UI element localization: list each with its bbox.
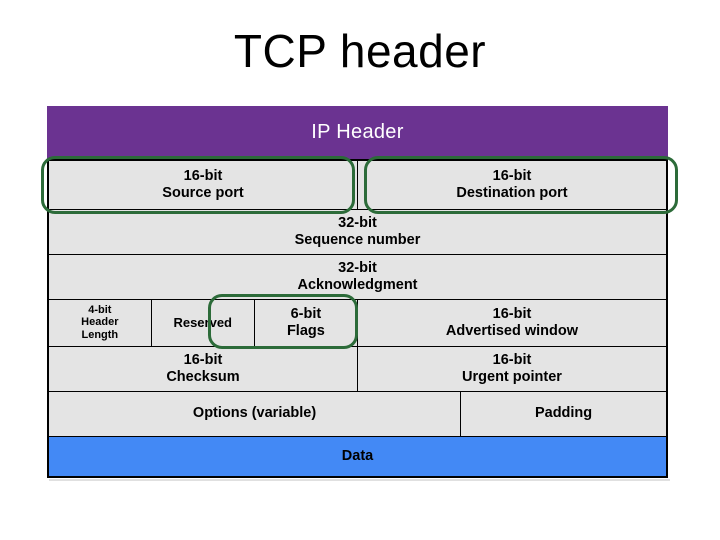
cell-destination-port: 16-bit Destination port — [356, 159, 668, 210]
padding-label: Padding — [534, 405, 593, 421]
cell-checksum: 16-bit Checksum — [47, 345, 358, 392]
diagram-base-shadow — [49, 479, 670, 481]
checksum-line2: Checksum — [166, 368, 240, 385]
data-label: Data — [341, 447, 374, 464]
cell-padding: Padding — [460, 390, 668, 437]
flags-line2: Flags — [286, 322, 325, 339]
tcp-header-diagram: IP Header 16-bit Source port 16-bit Dest… — [41, 106, 678, 481]
cell-advertised-window: 16-bit Advertised window — [356, 298, 668, 347]
ip-header-label: IP Header — [311, 121, 404, 143]
cell-sequence-number: 32-bit Sequence number — [47, 208, 668, 255]
advertised-window-line1: 16-bit — [492, 305, 532, 322]
cell-header-length: 4-bit Header Length — [47, 298, 152, 347]
sequence-number-line2: Sequence number — [294, 231, 421, 248]
table-row-ports: 16-bit Source port 16-bit Destination po… — [47, 159, 668, 210]
checksum-line1: 16-bit — [183, 351, 223, 368]
header-length-line2: Header — [81, 316, 119, 329]
cell-acknowledgment: 32-bit Acknowledgment — [47, 253, 668, 300]
tcp-header-table: 16-bit Source port 16-bit Destination po… — [47, 159, 668, 478]
table-row-sequence-number: 32-bit Sequence number — [47, 208, 668, 255]
source-port-line2: Source port — [162, 184, 244, 201]
cell-source-port: 16-bit Source port — [47, 159, 358, 210]
table-row-acknowledgment: 32-bit Acknowledgment — [47, 253, 668, 300]
cell-reserved: Reserved — [150, 298, 255, 347]
table-row-flags: 4-bit Header Length Reserved 6-bit Flags… — [47, 298, 668, 347]
flags-line1: 6-bit — [290, 305, 322, 322]
page-title: TCP header — [233, 25, 487, 77]
header-length-line1: 4-bit — [88, 303, 112, 316]
acknowledgment-line2: Acknowledgment — [297, 276, 418, 293]
destination-port-line2: Destination port — [456, 184, 568, 201]
cell-options: Options (variable) — [47, 390, 462, 437]
options-label: Options (variable) — [192, 405, 317, 421]
advertised-window-line2: Advertised window — [445, 322, 579, 339]
table-row-options: Options (variable) Padding — [47, 390, 668, 437]
header-length-line3: Length — [81, 328, 119, 341]
urgent-pointer-line1: 16-bit — [492, 351, 532, 368]
source-port-line1: 16-bit — [183, 167, 223, 184]
urgent-pointer-line2: Urgent pointer — [462, 368, 562, 385]
sequence-number-line1: 32-bit — [338, 214, 377, 231]
reserved-label: Reserved — [173, 315, 232, 330]
table-row-checksum: 16-bit Checksum 16-bit Urgent pointer — [47, 345, 668, 392]
table-row-data: Data — [47, 435, 668, 478]
cell-urgent-pointer: 16-bit Urgent pointer — [356, 345, 668, 392]
destination-port-line1: 16-bit — [492, 167, 532, 184]
ip-header-band: IP Header — [47, 106, 668, 159]
cell-flags: 6-bit Flags — [253, 298, 358, 347]
cell-data: Data — [47, 435, 668, 478]
acknowledgment-line1: 32-bit — [338, 259, 377, 276]
